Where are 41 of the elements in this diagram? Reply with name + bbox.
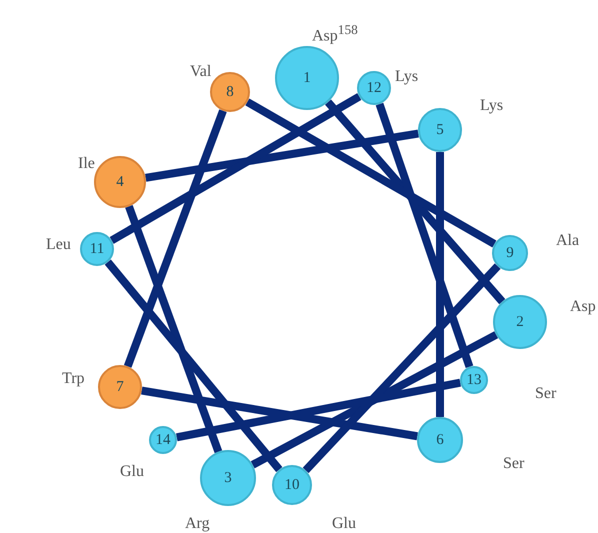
residue-circle: 4 [94,156,146,208]
helix-connector [141,386,418,440]
residue-circle: 13 [460,366,488,394]
helix-connector [250,331,498,468]
residue-circle: 7 [98,365,142,409]
residue-label: Trp [62,370,85,388]
residue-circle: 10 [272,465,312,505]
helix-connector [376,102,474,368]
helix-connector [110,93,362,244]
helix-connector [104,260,282,472]
residue-label: Glu [332,515,356,533]
residue-label: Arg [185,515,210,533]
residue-label: Asp$^{158}$ [312,22,358,46]
helix-connector [245,98,496,248]
residue-circle: 2 [493,295,547,349]
residue-label: Lys [395,68,418,86]
residue-label: Glu [120,463,144,481]
residue-label: Ser [503,455,524,473]
residue-label: Lys [480,97,504,115]
residue-circle: 8 [210,72,250,112]
residue-circle: 9 [492,235,528,271]
residue-label: Val [190,63,212,81]
residue-circle: 11 [80,232,114,266]
residue-circle: 14 [149,426,177,454]
residue-circle: 12 [357,71,391,105]
residue-label: Asp [570,298,596,316]
residue-label: Ser [535,385,556,403]
helix-connector [436,152,444,417]
helix-connector [302,263,501,474]
residue-circle: 3 [200,450,256,506]
residue-circle: 1 [275,46,339,110]
helix-connector [176,378,462,442]
helix-connector [325,99,506,304]
helix-connector [145,130,419,182]
residue-label: Ala [556,232,580,250]
helix-connector [124,109,227,368]
helix-connector [125,205,222,454]
residue-label: Ile [78,155,95,173]
residue-circle: 5 [418,108,462,152]
residue-label: Leu [46,236,71,254]
residue-circle: 6 [417,417,463,463]
